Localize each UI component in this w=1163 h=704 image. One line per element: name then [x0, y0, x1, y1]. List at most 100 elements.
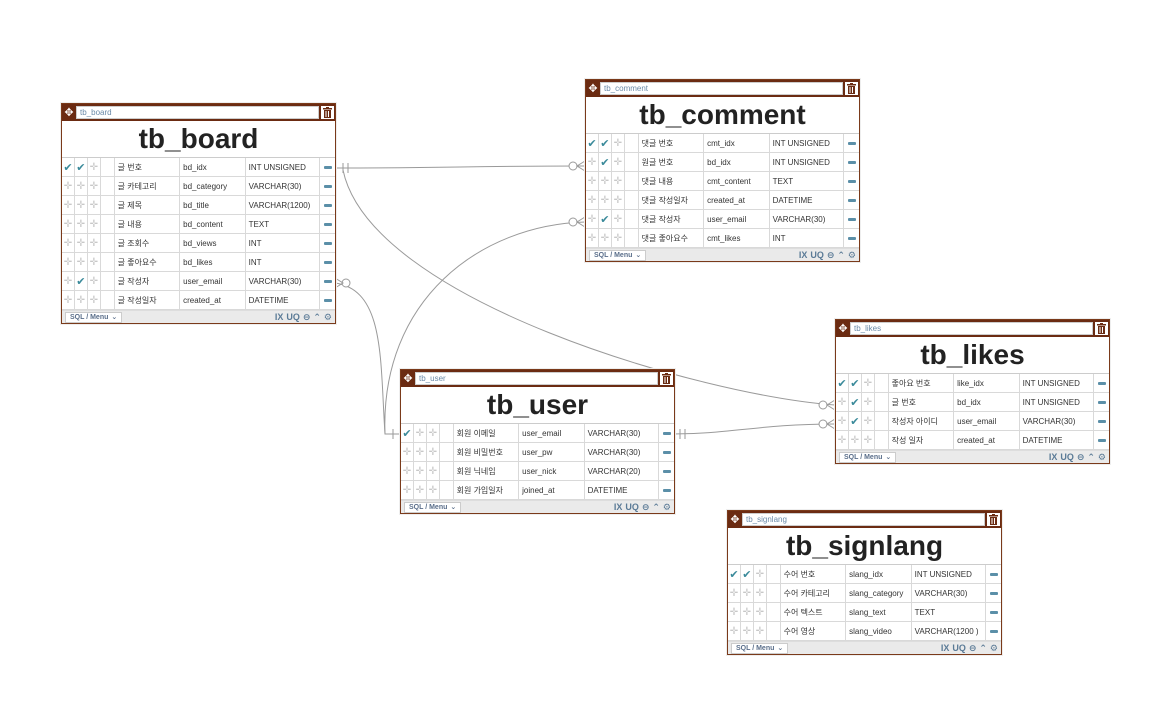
index-button[interactable]: IX: [613, 502, 623, 512]
nn-checkbox[interactable]: ✔: [599, 153, 612, 171]
collapse-circle-icon[interactable]: ⊖: [968, 643, 977, 653]
chevron-up-icon[interactable]: ⌃: [652, 502, 660, 512]
remove-column-button[interactable]: [1094, 412, 1109, 430]
column-type[interactable]: INT UNSIGNED: [770, 134, 845, 152]
trash-icon[interactable]: [660, 372, 673, 385]
fk-checkbox[interactable]: ✛: [88, 196, 101, 214]
fk-checkbox[interactable]: ✛: [612, 210, 625, 228]
column-name[interactable]: user_email: [180, 272, 246, 290]
column-name[interactable]: slang_video: [846, 622, 912, 640]
fk-checkbox[interactable]: ✛: [612, 229, 625, 247]
unique-button[interactable]: UQ: [810, 250, 824, 260]
column-name[interactable]: slang_idx: [846, 565, 912, 583]
column-comment[interactable]: 수어 영상: [781, 622, 847, 640]
nn-checkbox[interactable]: ✛: [75, 291, 88, 309]
column-name[interactable]: bd_idx: [704, 153, 770, 171]
nn-checkbox[interactable]: ✔: [75, 158, 88, 176]
column-type[interactable]: VARCHAR(30): [585, 424, 660, 442]
column-comment[interactable]: 글 번호: [889, 393, 955, 411]
pk-checkbox[interactable]: ✛: [62, 234, 75, 252]
column-comment[interactable]: 글 작성자: [115, 272, 181, 290]
column-type[interactable]: INT UNSIGNED: [770, 153, 845, 171]
remove-column-button[interactable]: [1094, 374, 1109, 392]
column-type[interactable]: VARCHAR(30): [770, 210, 845, 228]
column-comment[interactable]: 글 번호: [115, 158, 181, 176]
pk-checkbox[interactable]: ✛: [586, 191, 599, 209]
remove-column-button[interactable]: [986, 584, 1001, 602]
nn-checkbox[interactable]: ✔: [599, 210, 612, 228]
move-icon[interactable]: ✥: [838, 323, 848, 335]
column-name[interactable]: slang_text: [846, 603, 912, 621]
column-name[interactable]: cmt_idx: [704, 134, 770, 152]
remove-column-button[interactable]: [320, 291, 335, 309]
remove-column-button[interactable]: [320, 177, 335, 195]
column-comment[interactable]: 회원 가입일자: [454, 481, 520, 499]
column-type[interactable]: VARCHAR(30): [1020, 412, 1095, 430]
column-comment[interactable]: 작성 일자: [889, 431, 955, 449]
chevron-up-icon[interactable]: ⌃: [1087, 452, 1095, 462]
nn-checkbox[interactable]: ✛: [75, 253, 88, 271]
pk-checkbox[interactable]: ✛: [62, 253, 75, 271]
column-comment[interactable]: 회원 이메일: [454, 424, 520, 442]
remove-column-button[interactable]: [659, 481, 674, 499]
trash-icon[interactable]: [1095, 322, 1108, 335]
fk-checkbox[interactable]: ✛: [88, 158, 101, 176]
column-type[interactable]: VARCHAR(30): [246, 177, 321, 195]
fk-checkbox[interactable]: ✛: [754, 622, 767, 640]
fk-checkbox[interactable]: ✛: [88, 234, 101, 252]
remove-column-button[interactable]: [1094, 393, 1109, 411]
nn-checkbox[interactable]: ✛: [599, 191, 612, 209]
table-name-input[interactable]: [850, 322, 1093, 335]
remove-column-button[interactable]: [986, 565, 1001, 583]
collapse-circle-icon[interactable]: ⊖: [302, 312, 311, 322]
fk-checkbox[interactable]: ✛: [862, 374, 875, 392]
column-comment[interactable]: 좋아요 번호: [889, 374, 955, 392]
pk-checkbox[interactable]: ✔: [62, 158, 75, 176]
column-comment[interactable]: 글 카테고리: [115, 177, 181, 195]
column-name[interactable]: bd_category: [180, 177, 246, 195]
column-type[interactable]: DATETIME: [770, 191, 845, 209]
remove-column-button[interactable]: [1094, 431, 1109, 449]
pk-checkbox[interactable]: ✛: [62, 215, 75, 233]
gear-icon[interactable]: ⚙: [323, 312, 332, 322]
fk-checkbox[interactable]: ✛: [862, 393, 875, 411]
column-type[interactable]: INT UNSIGNED: [912, 565, 987, 583]
index-button[interactable]: IX: [940, 643, 950, 653]
column-comment[interactable]: 글 제목: [115, 196, 181, 214]
unique-button[interactable]: UQ: [286, 312, 300, 322]
column-type[interactable]: INT: [246, 234, 321, 252]
column-name[interactable]: like_idx: [954, 374, 1020, 392]
nn-checkbox[interactable]: ✛: [599, 172, 612, 190]
column-type[interactable]: VARCHAR(1200 ): [912, 622, 987, 640]
fk-checkbox[interactable]: ✛: [88, 177, 101, 195]
pk-checkbox[interactable]: ✔: [586, 134, 599, 152]
index-button[interactable]: IX: [798, 250, 808, 260]
gear-icon[interactable]: ⚙: [847, 250, 856, 260]
sql-menu-button[interactable]: SQL / Menu⌄: [404, 501, 462, 513]
column-name[interactable]: bd_idx: [180, 158, 246, 176]
fk-checkbox[interactable]: ✛: [862, 412, 875, 430]
column-comment[interactable]: 댓글 좋아요수: [639, 229, 705, 247]
column-name[interactable]: user_email: [704, 210, 770, 228]
nn-checkbox[interactable]: ✔: [849, 412, 862, 430]
unique-button[interactable]: UQ: [952, 643, 966, 653]
chevron-up-icon[interactable]: ⌃: [979, 643, 987, 653]
trash-icon[interactable]: [845, 82, 858, 95]
move-icon[interactable]: ✥: [403, 373, 413, 385]
pk-checkbox[interactable]: ✛: [586, 172, 599, 190]
pk-checkbox[interactable]: ✛: [836, 393, 849, 411]
pk-checkbox[interactable]: ✔: [401, 424, 414, 442]
column-type[interactable]: VARCHAR(20): [585, 462, 660, 480]
